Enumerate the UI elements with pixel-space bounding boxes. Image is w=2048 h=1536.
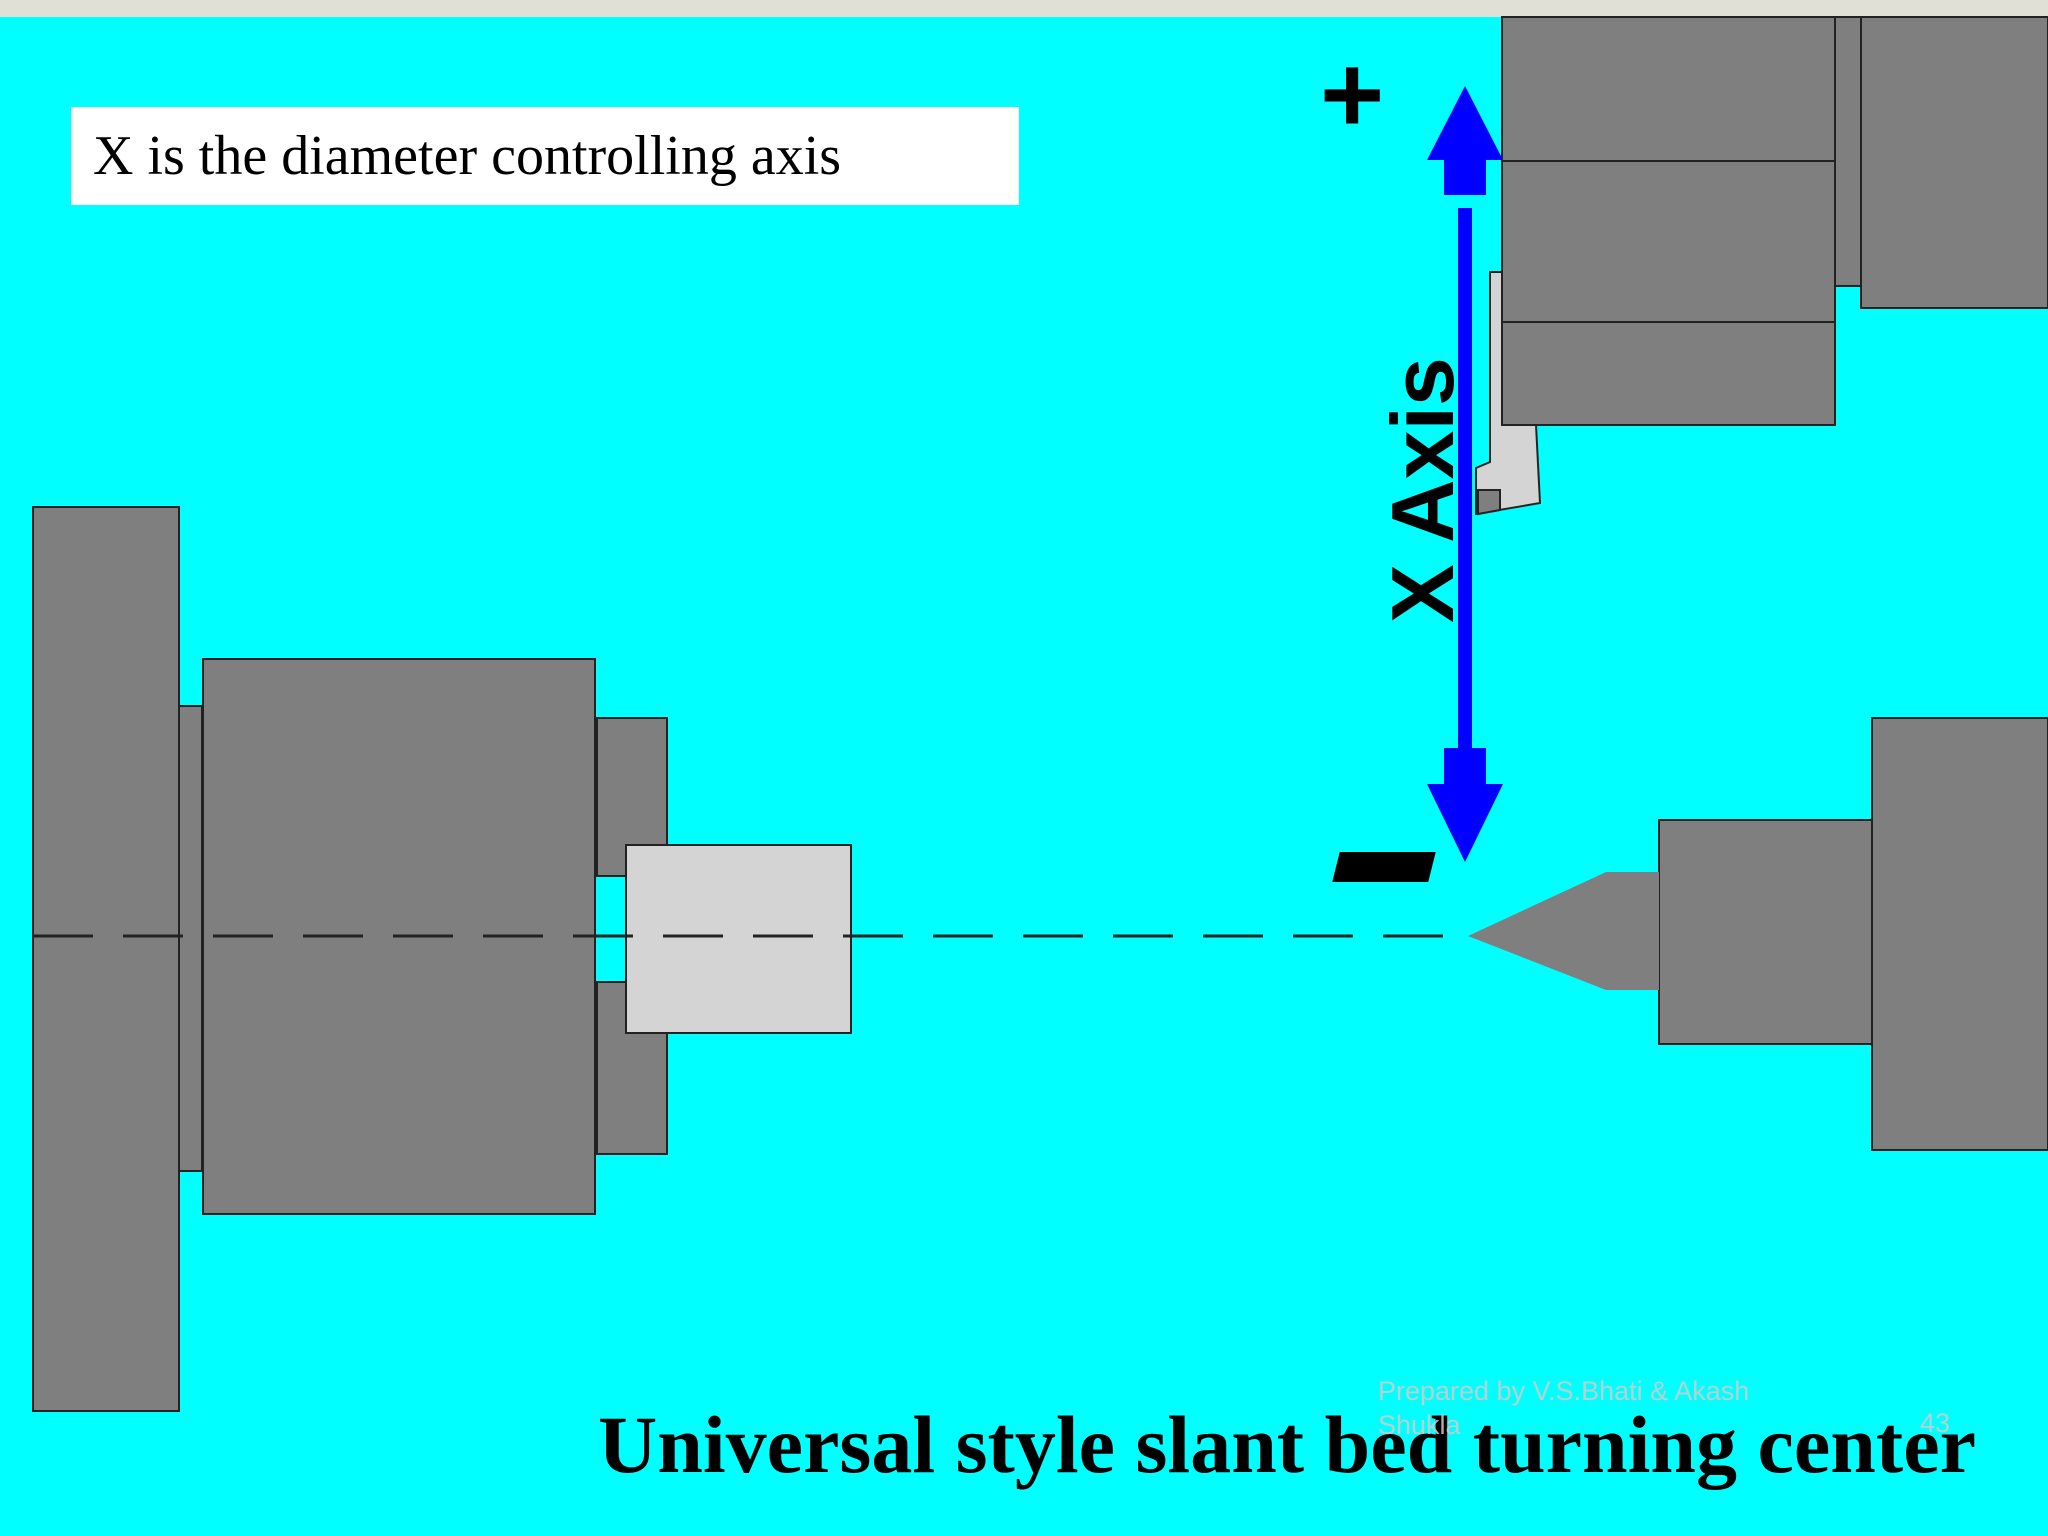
tailstock-center-point [1468, 872, 1659, 990]
page-number: 43 [1920, 1408, 1951, 1438]
workpiece [625, 844, 852, 1034]
caption-text: X is the diameter controlling axis [93, 125, 842, 187]
author-watermark: Prepared by V.S.Bhati & Akash Shukla [1378, 1376, 1750, 1440]
turret-block-middle [1501, 160, 1836, 323]
arrow-down-icon [1427, 748, 1503, 862]
caption-box: X is the diameter controlling axis [71, 107, 1019, 205]
turret-divider [1834, 16, 1862, 287]
x-axis-label-text: X Axis [1373, 357, 1472, 623]
cutting-tool-insert [1477, 489, 1501, 516]
cutting-tool-holder [1475, 271, 1542, 516]
x-axis-arrow-shaft [1458, 208, 1472, 748]
headstock-body [32, 506, 180, 1412]
plus-direction-label: + [1320, 33, 1385, 156]
turret-block-bottom [1501, 321, 1836, 426]
tailstock-body [1871, 717, 2048, 1151]
turret-block-top [1501, 16, 1836, 162]
slide-title: Universal style slant bed turning center [598, 1399, 1976, 1490]
minus-direction-label [1332, 852, 1436, 882]
spindle-flange [178, 705, 203, 1172]
tailstock-quill [1658, 819, 1873, 1045]
slide-top-bar [0, 0, 2048, 17]
arrow-up-icon [1427, 86, 1503, 195]
turret-block-far [1860, 16, 2048, 309]
